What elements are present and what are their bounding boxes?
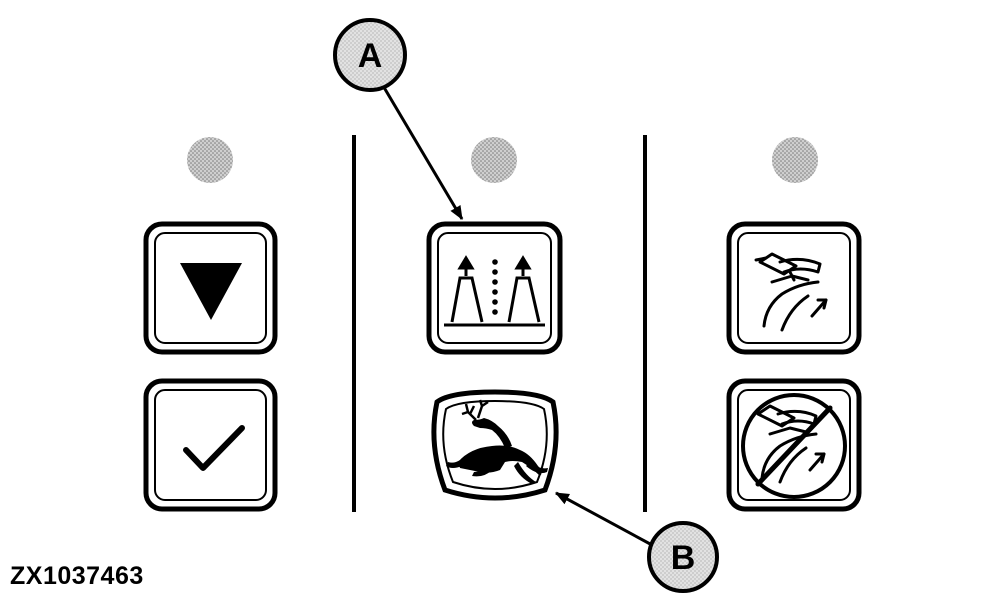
figure-id: ZX1037463 bbox=[10, 562, 144, 590]
john-deere-deer-logo-icon bbox=[446, 399, 548, 484]
row-guidance-button[interactable] bbox=[426, 221, 563, 355]
down-triangle-icon bbox=[180, 263, 242, 320]
callout-b-bubble bbox=[647, 521, 719, 593]
confirm-button[interactable] bbox=[143, 378, 278, 512]
indicator-light-left bbox=[187, 137, 233, 183]
header-raise-disabled-icon bbox=[741, 393, 847, 499]
callout-a-bubble bbox=[333, 18, 407, 92]
callout-a-label: A bbox=[358, 37, 383, 75]
callout-b-label: B bbox=[671, 539, 696, 577]
header-raise-icon bbox=[754, 252, 828, 332]
callout-b-leader bbox=[554, 491, 653, 547]
down-button[interactable] bbox=[143, 221, 278, 355]
checkmark-icon bbox=[183, 425, 245, 471]
callout-a-leader bbox=[380, 83, 464, 221]
header-raise-disabled-button[interactable] bbox=[726, 378, 862, 512]
header-raise-button[interactable] bbox=[726, 221, 862, 355]
john-deere-button[interactable] bbox=[431, 389, 559, 501]
row-guidance-icon bbox=[444, 255, 545, 327]
indicator-light-right bbox=[772, 137, 818, 183]
indicator-light-center bbox=[471, 137, 517, 183]
